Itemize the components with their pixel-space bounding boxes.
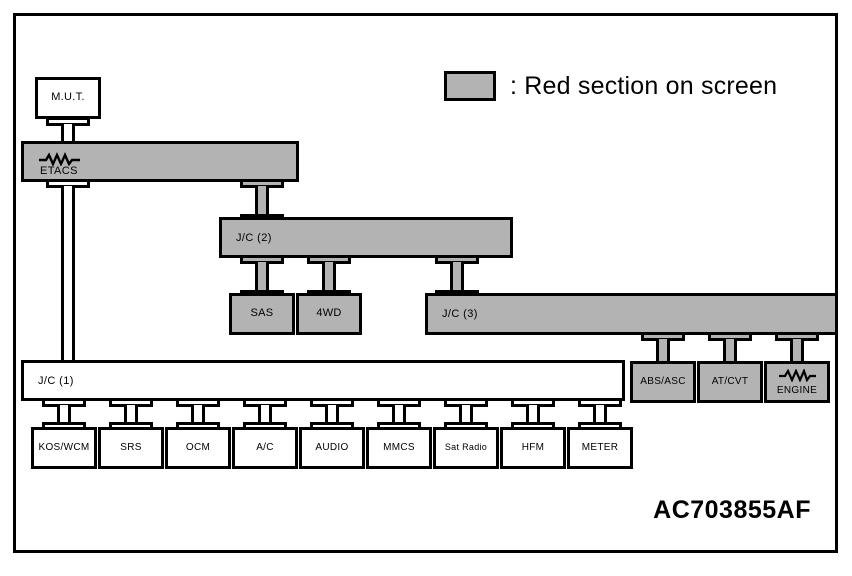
node-engine-label: ENGINE xyxy=(776,384,818,396)
node-mmcs[interactable]: MMCS xyxy=(366,427,432,469)
connector-stem xyxy=(57,405,71,424)
legend-swatch xyxy=(444,71,496,101)
node-etacs[interactable]: ETACS xyxy=(21,141,299,182)
connector-jc1-hfm xyxy=(511,398,555,431)
connector-stem xyxy=(392,405,406,424)
node-jc3-label: J/C (3) xyxy=(442,308,478,320)
connector-stem xyxy=(593,405,607,424)
node-jc3[interactable]: J/C (3) xyxy=(425,293,838,335)
diagram-frame: : Red section on screen M.U.T. ETACS xyxy=(13,13,838,553)
node-label: OCM xyxy=(185,441,211,453)
node-4wd[interactable]: 4WD xyxy=(296,293,362,335)
connector-stem xyxy=(255,262,269,292)
connector-stem xyxy=(322,262,336,292)
legend-label: : Red section on screen xyxy=(510,71,778,100)
node-label: MMCS xyxy=(383,441,415,453)
node-audio[interactable]: AUDIO xyxy=(299,427,365,469)
connector-stem xyxy=(526,405,540,424)
node-4wd-label: 4WD xyxy=(316,307,342,320)
node-mut[interactable]: M.U.T. xyxy=(35,77,101,119)
node-hfm[interactable]: HFM xyxy=(500,427,566,469)
node-label: METER xyxy=(581,441,619,453)
connector-stem xyxy=(450,262,464,292)
node-jc1-label: J/C (1) xyxy=(38,374,74,387)
resistor-icon xyxy=(39,152,80,166)
node-kos-wcm[interactable]: KOS/WCM xyxy=(31,427,97,469)
node-ocm[interactable]: OCM xyxy=(165,427,231,469)
connector-stem xyxy=(124,405,138,424)
node-abs-asc-label: ABS/ASC xyxy=(640,375,686,387)
node-srs[interactable]: SRS xyxy=(98,427,164,469)
node-etacs-label: ETACS xyxy=(40,165,78,177)
node-mut-label: M.U.T. xyxy=(51,91,85,104)
connector-stem xyxy=(191,405,205,424)
node-label: SRS xyxy=(120,441,142,453)
connector-etacs-jc1 xyxy=(46,179,90,375)
node-sas[interactable]: SAS xyxy=(229,293,295,335)
connector-jc1-mmcs xyxy=(377,398,421,431)
node-abs-asc[interactable]: ABS/ASC xyxy=(630,361,696,403)
connector-stem xyxy=(459,405,473,424)
node-sas-label: SAS xyxy=(250,307,274,320)
node-meter[interactable]: METER xyxy=(567,427,633,469)
node-sat-radio[interactable]: Sat Radio xyxy=(433,427,499,469)
node-label: KOS/WCM xyxy=(38,441,90,453)
connector-stem xyxy=(325,405,339,424)
node-engine[interactable]: ENGINE xyxy=(764,361,830,403)
node-label: HFM xyxy=(521,441,545,453)
node-at-cvt-label: AT/CVT xyxy=(711,375,749,387)
node-jc1[interactable]: J/C (1) xyxy=(21,360,625,401)
connector-stem xyxy=(61,186,75,368)
node-label: AUDIO xyxy=(315,441,349,453)
node-a-c[interactable]: A/C xyxy=(232,427,298,469)
connector-stem xyxy=(255,186,269,216)
node-at-cvt[interactable]: AT/CVT xyxy=(697,361,763,403)
node-jc2[interactable]: J/C (2) xyxy=(219,217,513,258)
resistor-icon xyxy=(779,369,816,382)
connector-stem xyxy=(258,405,272,424)
node-jc2-label: J/C (2) xyxy=(236,231,272,244)
drawing-code: AC703855AF xyxy=(653,496,811,524)
legend: : Red section on screen xyxy=(444,71,777,101)
node-label: A/C xyxy=(256,441,274,453)
node-label: Sat Radio xyxy=(444,442,488,453)
